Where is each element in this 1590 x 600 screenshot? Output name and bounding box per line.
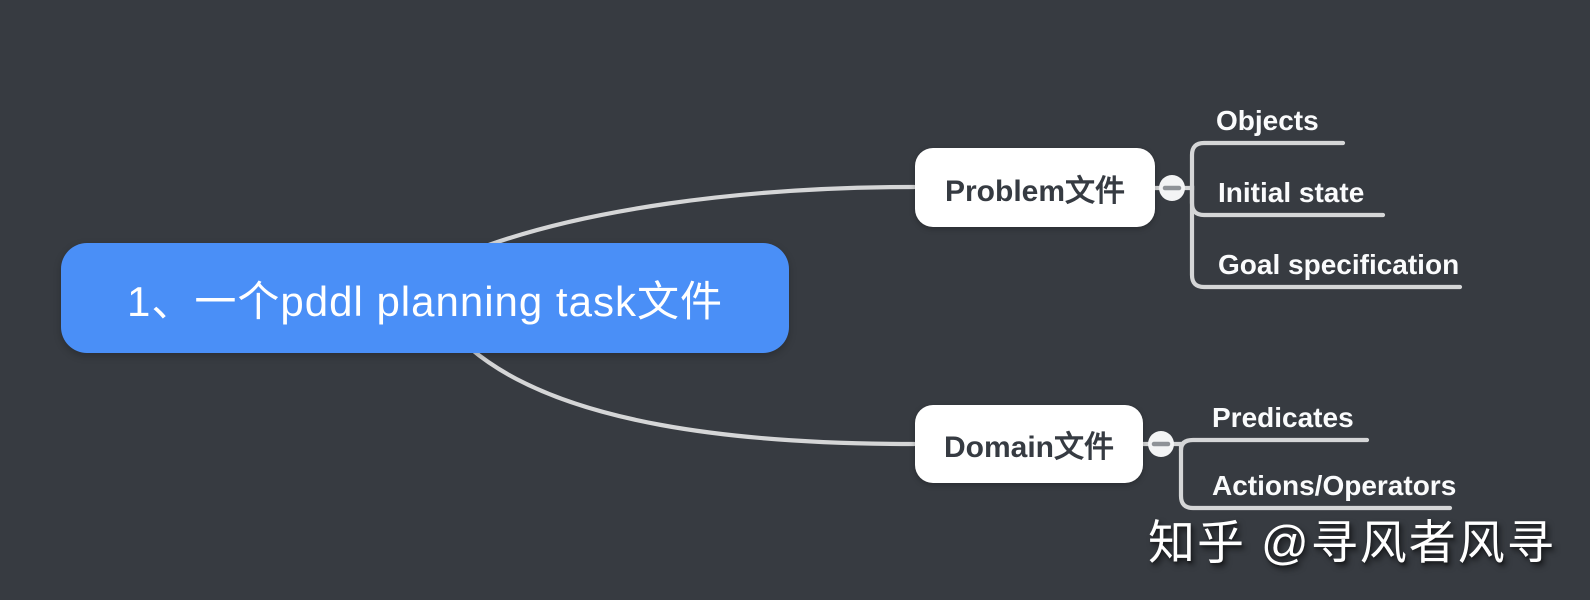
branch-topic-domain[interactable]: Domain文件	[915, 405, 1143, 483]
root-topic[interactable]: 1、一个pddl planning task文件	[61, 243, 789, 353]
subtopic-objects[interactable]: Objects	[1216, 105, 1319, 136]
subtopic-goal-specification[interactable]: Goal specification	[1218, 249, 1460, 280]
edge-root-to-problem	[472, 184, 917, 253]
branch-topic-problem[interactable]: Problem文件	[915, 148, 1155, 227]
subtopic-initial-state[interactable]: Initial state	[1218, 177, 1365, 208]
edge-problem-goal-specification	[1189, 183, 1463, 290]
subtopic-actions-operators[interactable]: Actions/Operators	[1212, 470, 1457, 501]
edge-domain-actions	[1178, 441, 1453, 511]
subtopic-predicates[interactable]: Predicates	[1212, 402, 1354, 433]
edge-domain-predicates	[1178, 437, 1370, 453]
edge-root-to-domain	[467, 345, 917, 447]
collapse-button-domain[interactable]	[1148, 431, 1174, 457]
collapse-button-problem[interactable]	[1159, 175, 1185, 201]
edge-problem-objects	[1189, 140, 1346, 193]
zhihu-watermark: 知乎 @寻风者风寻	[1148, 516, 1556, 569]
